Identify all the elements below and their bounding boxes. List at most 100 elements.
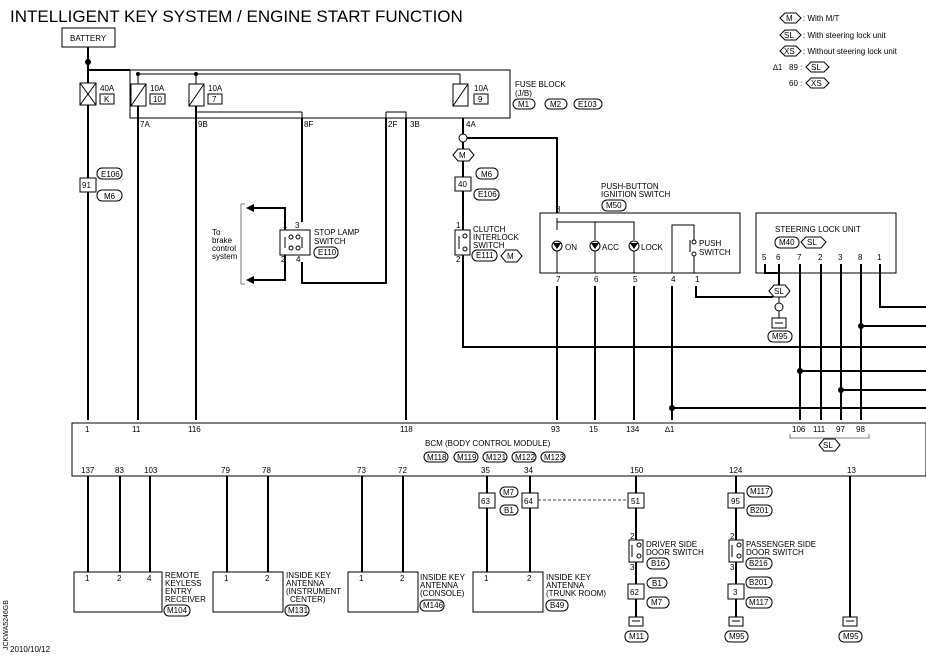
ground-m11: M11 [629, 632, 645, 641]
fuse-9-id: 9 [478, 95, 483, 104]
legend-60: 60 : [789, 79, 802, 88]
bcm-bottom-pins: 137 83 103 79 78 73 72 35 34 150 124 13 [81, 466, 856, 475]
legend-sl-text: : With steering lock unit [803, 31, 886, 40]
steering-pin: 2 [818, 253, 823, 262]
rke-p2: 2 [117, 574, 122, 583]
ant-inst-l2: ANTENNA [286, 579, 325, 588]
pass-p3: 3 [730, 563, 735, 572]
bcm-pin: 118 [400, 425, 413, 434]
conn-m50: M50 [606, 201, 622, 210]
legend-xs-tag: XS [784, 47, 795, 56]
legend-star: ∆1 [773, 63, 783, 72]
conn-e106-b: E106 [478, 190, 497, 199]
bcm-pin: 35 [481, 466, 490, 475]
conn-b216: B216 [749, 559, 768, 568]
steering-pins: 5 6 7 2 3 8 1 [762, 253, 882, 262]
push-lock: LOCK [641, 243, 663, 252]
bcm-pin: 1 [85, 425, 90, 434]
ant-con-l2: ANTENNA [420, 581, 459, 590]
legend-sl-tag: SL [784, 31, 794, 40]
conn-m7-a: M7 [503, 488, 515, 497]
stop-p4: 4 [296, 255, 301, 264]
ant-trunk-l1: INSIDE KEY [546, 573, 592, 582]
diagram-code: JCKWA5246GB [3, 600, 10, 650]
legend-m-tag: M [786, 14, 793, 23]
pin-63: 63 [481, 497, 490, 506]
clutch-label1: CLUTCH [473, 225, 506, 234]
ant-inst-l1: INSIDE KEY [286, 571, 332, 580]
push-switch-label1: PUSH-BUTTON [601, 182, 659, 191]
clutch-label2: INTERLOCK [473, 233, 519, 242]
ant-inst-l4: CENTER) [290, 595, 326, 604]
bcm-pin: 72 [398, 466, 407, 475]
rke-p1: 1 [85, 574, 90, 583]
fuse-10-amp: 10A [150, 84, 165, 93]
ground-m95-pass: M95 [729, 632, 745, 641]
fuse-7-amp: 10A [208, 84, 223, 93]
stop-lamp-label: STOP LAMP [314, 228, 360, 237]
bcm-pin: 111 [813, 425, 826, 434]
ant-trunk-l3: (TRUNK ROOM) [546, 589, 606, 598]
bcm-pin: 97 [836, 425, 845, 434]
rke-l2: KEYLESS [165, 579, 201, 588]
bcm-top-pins: 1 11 116 118 93 15 134 ∆1 106 111 97 98 [85, 425, 865, 434]
legend: M : With M/T SL : With steering lock uni… [773, 12, 898, 89]
conn-m123: M123 [544, 453, 565, 462]
conn-m6-b: M6 [481, 170, 493, 179]
rke-receiver-box [73, 571, 163, 613]
pin-40: 40 [458, 180, 467, 189]
clutch-p1: 1 [456, 221, 461, 230]
steering-pin: 8 [858, 253, 863, 262]
ant-inst-p1: 1 [224, 574, 229, 583]
rke-l3: ENTRY [165, 587, 193, 596]
pin-62: 62 [630, 588, 639, 597]
fuse-7-id: 7 [212, 95, 217, 104]
conn-m6-a: M6 [104, 192, 116, 201]
brake-system: system [212, 252, 238, 261]
term-9b: 9B [198, 120, 208, 129]
term-3b: 3B [410, 120, 420, 129]
steering-pin: 6 [776, 253, 781, 262]
push-acc: ACC [602, 243, 619, 252]
brake-to: To [212, 228, 221, 237]
steering-pin: 5 [762, 253, 767, 262]
push-p8: 8 [556, 205, 561, 214]
ant-con-l1: INSIDE KEY [420, 573, 466, 582]
rke-l1: REMOTE [165, 571, 199, 580]
bcm-pin: 150 [630, 466, 644, 475]
ground-m95-steering: M95 [772, 332, 788, 341]
conn-e110: E110 [318, 248, 337, 257]
pass-p2: 2 [730, 532, 735, 541]
conn-m104: M104 [167, 606, 188, 615]
bcm-pin: 13 [847, 466, 856, 475]
ant-con-l3: (CONSOLE) [420, 589, 465, 598]
bcm-box [71, 422, 926, 477]
pin-95: 95 [731, 497, 740, 506]
ground-m95-13: M95 [843, 632, 859, 641]
stop-lamp-label2: SWITCH [314, 237, 346, 246]
push-push: PUSH [699, 239, 721, 248]
steering-sl-tag: SL [774, 287, 784, 296]
bcm-pin: ∆1 [665, 425, 675, 434]
fuse-9-amp: 10A [474, 84, 489, 93]
ant-trunk-p1: 1 [484, 574, 489, 583]
brake-control: control [212, 244, 236, 253]
fuse-40a-amp: 40A [100, 84, 115, 93]
bcm-pin: 98 [856, 425, 865, 434]
push-p5: 5 [633, 275, 638, 284]
fuse-10-id: 10 [153, 95, 162, 104]
legend-89: 89 : [789, 63, 802, 72]
bcm-pin: 124 [729, 466, 743, 475]
driver-label1: DRIVER SIDE [646, 540, 697, 549]
bcm-pin: 134 [626, 425, 640, 434]
bcm-label: BCM (BODY CONTROL MODULE) [425, 439, 551, 448]
pass-label1: PASSENGER SIDE [746, 540, 816, 549]
conn-m119: M119 [457, 453, 477, 462]
steering-pin: 1 [877, 253, 882, 262]
legend-60-tag: XS [811, 79, 822, 88]
push-p1: 1 [695, 275, 700, 284]
steering-pin: 3 [838, 253, 843, 262]
push-p7: 7 [556, 275, 561, 284]
conn-m7-b: M7 [651, 598, 663, 607]
